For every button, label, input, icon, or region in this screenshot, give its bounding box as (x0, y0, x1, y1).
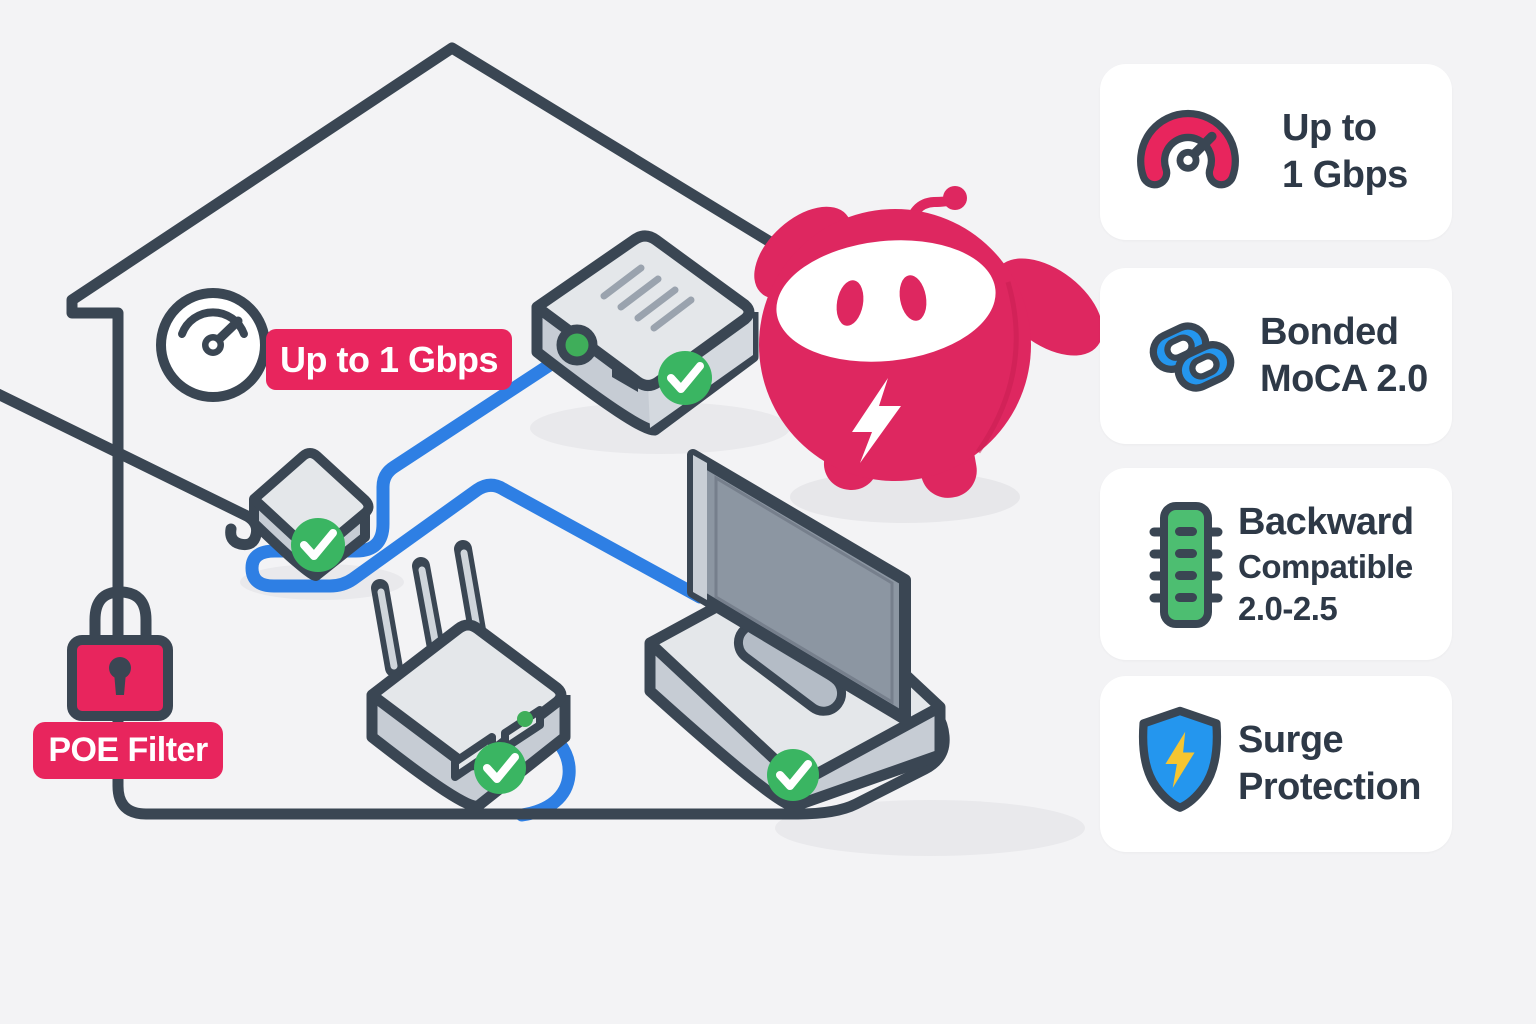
check-tv (767, 749, 819, 801)
check-adapter (658, 351, 712, 405)
feature-line: Backward (1238, 500, 1414, 543)
feature-line: Compatible (1238, 547, 1413, 585)
mascot-eye-right (899, 275, 927, 321)
feature-card-list: Up to 1 Gbps Bonded MoCA 2.0 (1100, 64, 1452, 852)
link-icon (1140, 304, 1244, 408)
mascot-antenna-ball (943, 186, 967, 210)
mascot-eye-left (836, 280, 864, 326)
poe-filter-badge: POE Filter (33, 722, 223, 779)
feature-line: 2.0-2.5 (1238, 589, 1338, 627)
mascot-visor (776, 240, 996, 362)
feature-line: Protection (1238, 766, 1421, 808)
router-antennas (371, 540, 486, 677)
feature-card-text: Surge Protection (1238, 717, 1421, 811)
feature-line: Surge (1238, 719, 1344, 761)
feature-line: MoCA 2.0 (1260, 358, 1428, 400)
feature-line: Bonded (1260, 311, 1399, 353)
feature-card-surge: Surge Protection (1100, 676, 1452, 852)
adapter-port-slot (612, 362, 638, 392)
check-splitter (291, 518, 345, 572)
feature-card-bonded: Bonded MoCA 2.0 (1100, 268, 1452, 444)
speedometer-icon (1136, 100, 1240, 204)
check-router (474, 742, 526, 794)
feature-card-text: Bonded MoCA 2.0 (1260, 309, 1428, 403)
feature-line: Up to (1282, 107, 1377, 149)
mascot-lightning-bolt (852, 378, 901, 463)
chip-icon (1134, 494, 1238, 634)
blue-cable-adapter-to-tv (245, 340, 707, 604)
feature-card-text: Up to 1 Gbps (1282, 105, 1408, 199)
device-shadows (240, 402, 1085, 856)
tv-screen (687, 449, 911, 725)
speed-label-text: Up to 1 Gbps (280, 338, 499, 380)
vent-lines (600, 264, 695, 332)
moca-adapter (531, 230, 759, 436)
feature-card-text: Backward Compatible 2.0-2.5 (1238, 499, 1414, 630)
speedometer-gauge (156, 288, 270, 402)
check-badges (291, 351, 819, 801)
feature-line: 1 Gbps (1282, 154, 1408, 196)
feature-card-backward: Backward Compatible 2.0-2.5 (1100, 468, 1452, 660)
poe-filter-padlock (67, 586, 173, 721)
mascot-robot (754, 186, 1103, 523)
router-coax-port (517, 711, 533, 727)
wifi-router (366, 540, 571, 812)
adapter-coax-port (556, 324, 598, 366)
feature-card-speed: Up to 1 Gbps (1100, 64, 1452, 240)
speed-label-badge: Up to 1 Gbps (266, 329, 512, 390)
shield-icon (1128, 701, 1232, 827)
poe-filter-text: POE Filter (48, 731, 208, 769)
coax-drop-cable (0, 388, 263, 551)
